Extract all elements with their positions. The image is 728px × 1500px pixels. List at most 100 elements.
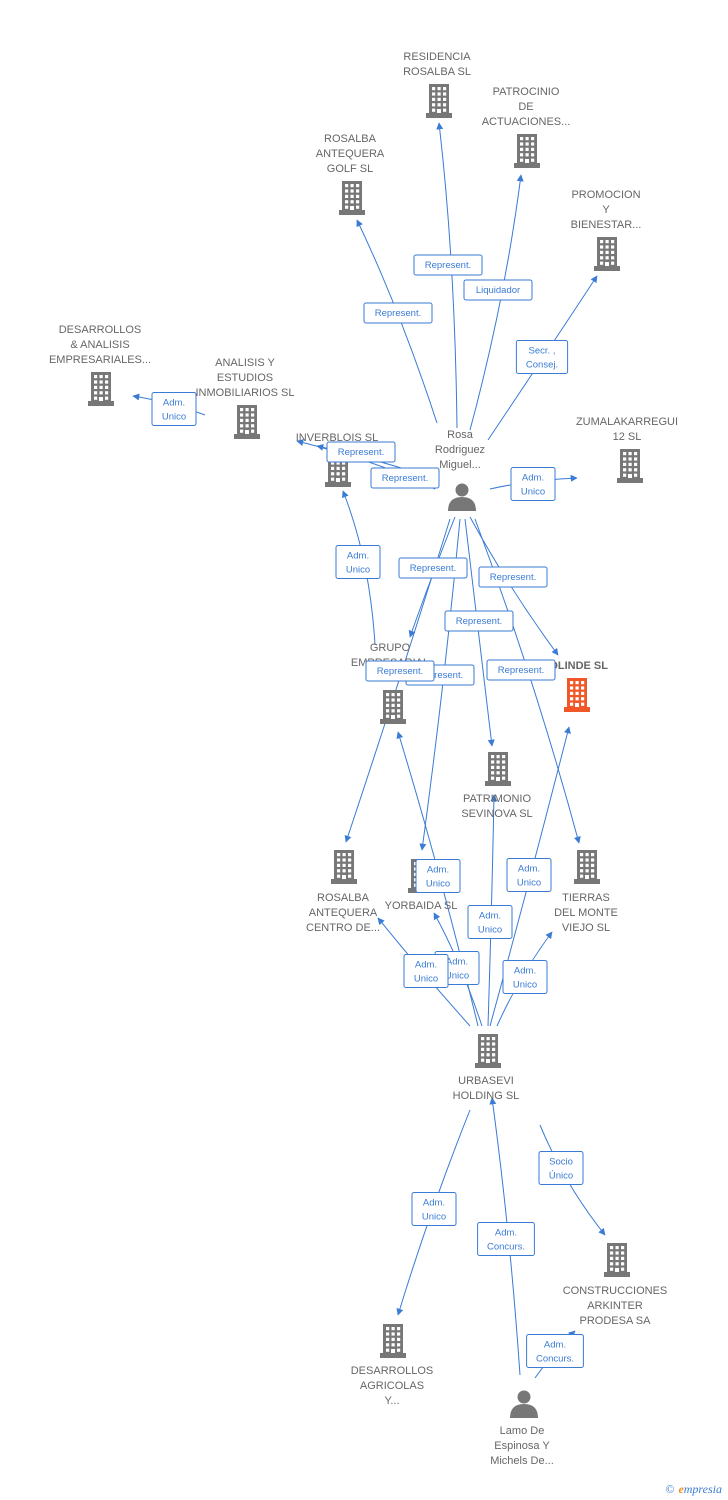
node-label: Rosa <box>447 429 474 441</box>
edge-label-rosa-to-inverblois[interactable]: Represent. <box>326 441 396 463</box>
person-icon <box>448 483 476 511</box>
edge-label-box <box>151 392 197 426</box>
building-icon <box>564 678 590 712</box>
node-label: Lamo De <box>500 1425 545 1437</box>
building-icon <box>380 1324 406 1358</box>
node-label: VIEJO SL <box>562 922 610 934</box>
edge-label-box <box>510 467 556 501</box>
node-label: GRUPO <box>370 642 411 654</box>
node-label: HOLDING SL <box>453 1090 520 1102</box>
edge-label-lamo-to-construcciones[interactable]: Adm.Concurs. <box>526 1334 584 1368</box>
edge-label-rosa-to-patrocinio[interactable]: Liquidador <box>463 279 533 301</box>
edge-label-box <box>477 1222 535 1256</box>
edge-label-box <box>463 279 533 301</box>
edge-label-text: Represent. <box>375 308 421 319</box>
node-eolinde[interactable]: EOLINDE SL <box>542 660 608 712</box>
edge-label-text: Represent. <box>338 447 384 458</box>
edge-label-urbasevi-to-rosalba_centro[interactable]: Adm.Unico <box>403 954 449 988</box>
node-desarrollos-agricolas[interactable]: DESARROLLOSAGRICOLASY... <box>351 1324 434 1407</box>
node-label: 12 SL <box>613 431 642 443</box>
node-urbasevi[interactable]: URBASEVI HOLDING SL <box>453 1034 520 1102</box>
edge-label-text: Adm. <box>522 473 544 484</box>
edge-label-text: Unico <box>445 971 469 982</box>
node-label: GOLF SL <box>327 163 373 175</box>
edge-label-text: Unico <box>513 980 537 991</box>
node-label: Michels De... <box>490 1455 554 1467</box>
edge-label-text: Unico <box>414 974 438 985</box>
edge-label-rosa-to-patrimonio[interactable]: Represent. <box>444 610 514 632</box>
building-icon <box>617 449 643 483</box>
building-icon <box>331 850 357 884</box>
edge-label-urbasevi-to-yorbaida[interactable]: Adm.Unico <box>415 859 461 893</box>
edge-label-rosa-to-tierras[interactable]: Represent. <box>486 659 556 681</box>
node-label: PATRIMONIO <box>463 793 531 805</box>
edge-label-box <box>526 1334 584 1368</box>
edge-label-rosa-to-grupo[interactable]: Represent. <box>398 557 468 579</box>
brand-logo-text: mpresia <box>683 1482 722 1496</box>
edge-label-text: Adm. <box>518 864 540 875</box>
edge-label-box <box>411 1192 457 1226</box>
brand-logo-initial: e <box>678 1482 684 1496</box>
edge-label-rosa-to-rosalba_golf[interactable]: Represent. <box>363 302 433 324</box>
node-patrocinio[interactable]: PATROCINIODEACTUACIONES... <box>482 86 571 168</box>
node-label: URBASEVI <box>458 1075 514 1087</box>
edge-label-urbasevi-to-patrimonio[interactable]: Adm.Unico <box>467 905 513 939</box>
node-label: ACTUACIONES... <box>482 116 571 128</box>
edge-label-lamo-to-urbasevi[interactable]: Adm.Concurs. <box>477 1222 535 1256</box>
edge-label-rosa-to-inverblois[interactable]: Represent. <box>370 467 440 489</box>
edge-label-text: Represent. <box>377 666 423 677</box>
edge-label-text: Adm. <box>347 551 369 562</box>
edge-label-grupo-to-inverblois[interactable]: Adm.Unico <box>335 545 381 579</box>
edge-label-rosa-to-zumalakarregui[interactable]: Adm.Unico <box>510 467 556 501</box>
edge-label-text: Adm. <box>479 911 501 922</box>
edge-label-urbasevi-to-tierras[interactable]: Adm.Unico <box>502 960 548 994</box>
edge-label-text: Adm. <box>163 398 185 409</box>
node-promocion[interactable]: PROMOCIONYBIENESTAR... <box>571 189 642 271</box>
edge-label-text: Represent. <box>425 260 471 271</box>
node-label: Miguel... <box>439 459 481 471</box>
edge-label-box <box>478 566 548 588</box>
edge-label-text: Único <box>549 1171 573 1182</box>
edge-label-rosa-to-promocion[interactable]: Secr. , Consej. <box>515 340 569 374</box>
edge-label-analisis_estudios-to-desarrollos_analisis[interactable]: Adm.Unico <box>151 392 197 426</box>
node-desarrollos-analisis[interactable]: DESARROLLOS& ANALISISEMPRESARIALES... <box>49 324 151 406</box>
node-label: ROSALBA <box>324 133 377 145</box>
node-rosa[interactable]: RosaRodriguezMiguel... <box>435 429 485 511</box>
edge-label-box <box>502 960 548 994</box>
edge-label-rosa-to-eolinde[interactable]: Represent. <box>478 566 548 588</box>
edge-label-box <box>444 610 514 632</box>
edge-label-urbasevi-to-desarrollos_agricolas[interactable]: Adm. Unico <box>411 1192 457 1226</box>
node-label: ANALISIS Y <box>215 357 275 369</box>
edge-label-rosa-to-rosalba_centro[interactable]: Represent. <box>365 660 435 682</box>
edge-label-rosa-to-residencia[interactable]: Represent. <box>413 254 483 276</box>
edge-label-text: Secr. , <box>529 346 556 357</box>
edge-label-box <box>506 858 552 892</box>
edge-label-urbasevi-to-eolinde[interactable]: Adm.Unico <box>506 858 552 892</box>
edge-label-box <box>335 545 381 579</box>
node-label: ANTEQUERA <box>309 907 378 919</box>
edge-label-text: Adm. <box>423 1198 445 1209</box>
node-label: Y <box>602 204 610 216</box>
edge-label-text: Represent. <box>490 572 536 583</box>
edge-label-text: Consej. <box>526 360 558 371</box>
node-label: & ANALISIS <box>70 339 129 351</box>
node-label: ESTUDIOS <box>217 372 273 384</box>
edge-label-box <box>370 467 440 489</box>
edge-label-box <box>415 859 461 893</box>
edge-label-text: Unico <box>422 1212 446 1223</box>
building-icon <box>485 752 511 786</box>
edge-rosa-to-patrocinio <box>469 174 524 431</box>
edge-label-box <box>467 905 513 939</box>
edge-label-box <box>398 557 468 579</box>
